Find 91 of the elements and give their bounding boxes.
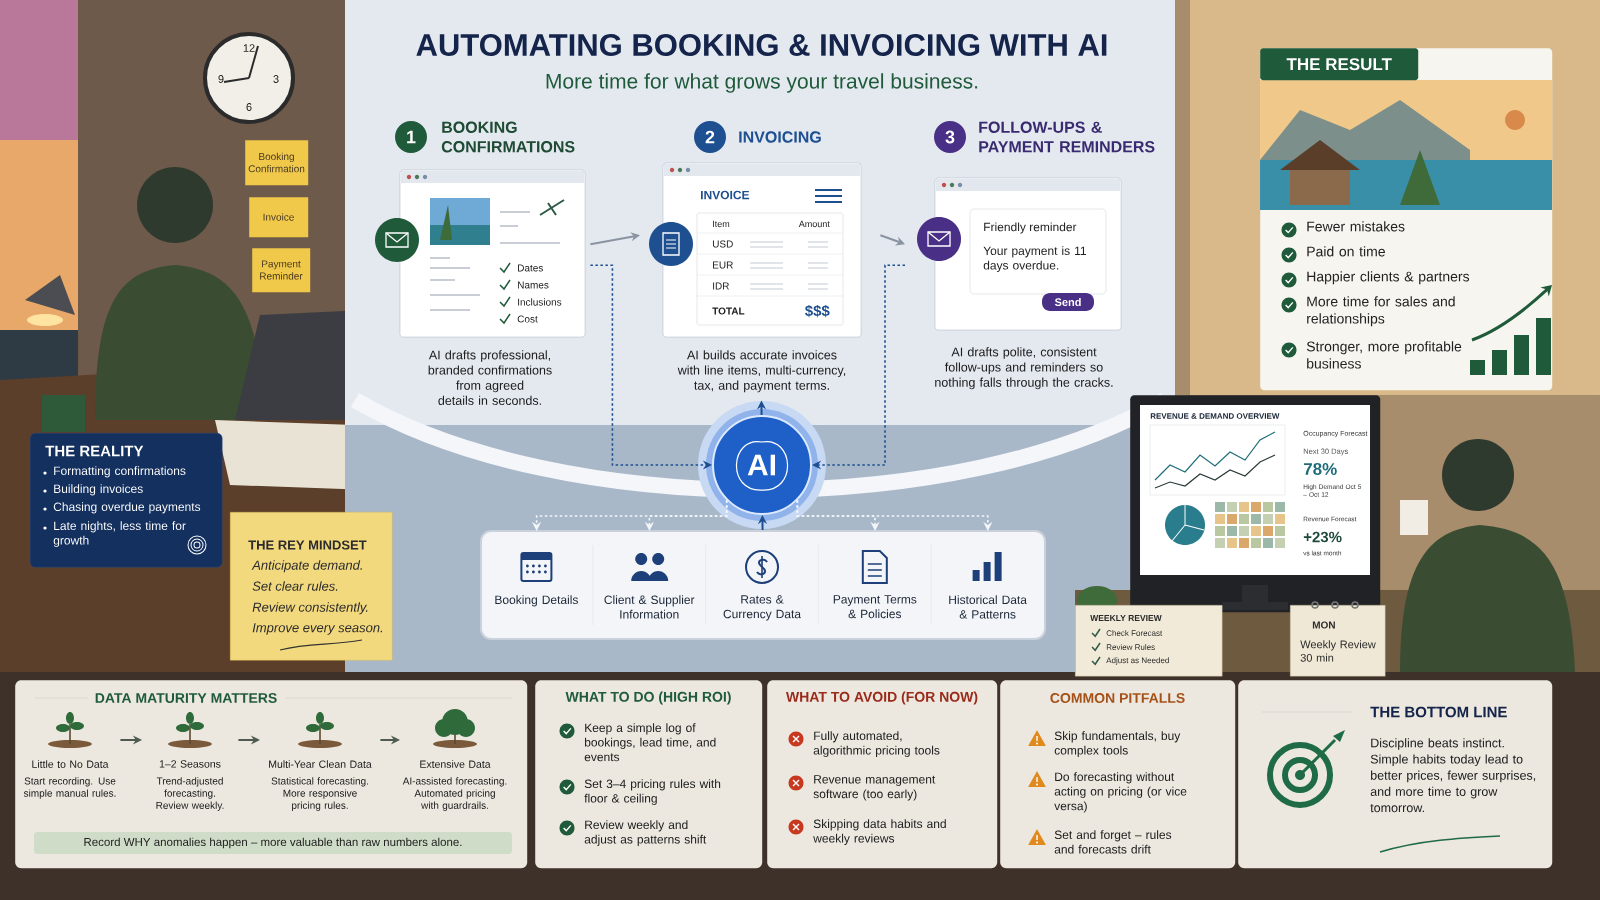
arrow: [796, 499, 993, 531]
step-description: AI drafts professional, branded confirmations from agreed details in seconds.: [428, 350, 552, 405]
checklist-item: Cost: [499, 313, 538, 325]
stage-description: Statistical forecasting. More responsive pricing rules.: [271, 777, 368, 811]
result-item: Stronger, more profitable business: [1306, 341, 1462, 369]
arrow: [879, 234, 905, 246]
metric-value: 78%: [1303, 463, 1337, 476]
send-button: Send: [1042, 293, 1094, 311]
list-item: Review weekly and adjust as patterns shift: [584, 820, 707, 846]
clock-numeral: 6: [246, 103, 252, 111]
checklist-item: Dates: [499, 262, 543, 274]
list-item: Revenue management software (too early): [813, 775, 936, 801]
checklist-item: Names: [499, 279, 549, 291]
clock-numeral: 3: [273, 75, 279, 83]
note-line: Review consistently.: [252, 602, 368, 615]
panel-heading: WHAT TO AVOID (FOR NOW): [786, 691, 978, 705]
note-line: Anticipate demand.: [251, 560, 362, 573]
step-description: AI builds accurate invoices with line items, multi-currency, tax, and payment terms.: [677, 350, 846, 393]
invoice-heading: INVOICE: [701, 190, 750, 200]
clock-numeral: 12: [243, 44, 255, 52]
data-source-label: Historical Data & Patterns: [949, 595, 1027, 619]
stage-title: 1–2 Seasons: [159, 760, 221, 768]
message-text: Friendly reminder: [984, 222, 1077, 234]
list-item: Skipping data habits and weekly reviews: [813, 819, 946, 845]
data-source-label: Rates & Currency Data: [723, 595, 801, 621]
result-item: More time for sales and relationships: [1307, 296, 1455, 327]
column-header: Item: [713, 220, 730, 228]
data-source-label: Payment Terms & Policies: [833, 595, 917, 619]
checklist-item: Check Forecast: [1091, 628, 1163, 638]
step-heading: FOLLOW-UPS & PAYMENT REMINDERS: [979, 121, 1155, 153]
step-description: AI drafts polite, consistent follow-ups and reminders so nothing falls through the cracks.: [935, 347, 1113, 390]
note-line: Improve every season.: [252, 623, 383, 635]
stage-description: Trend-adjusted forecasting. Review weekly.: [156, 777, 224, 811]
screen-title: REVENUE & DEMAND OVERVIEW: [1150, 413, 1280, 419]
stage-description: Start recording. Use simple manual rules.: [23, 777, 116, 799]
note-heading: WEEKLY REVIEW: [1090, 615, 1162, 621]
sticky-note-text: Invoice: [263, 213, 294, 221]
bullet-item: Late nights, less time for growth: [43, 521, 186, 547]
checklist-item: Inclusions: [499, 296, 562, 308]
stage-title: Little to No Data: [32, 760, 109, 768]
step-heading: INVOICING: [739, 131, 821, 143]
column-header: Amount: [798, 220, 830, 228]
message-text: Your payment is 11 days overdue.: [983, 246, 1086, 272]
list-item: Set 3–4 pricing rules with floor & ceiling: [584, 779, 721, 805]
table-cell: USD: [713, 240, 733, 248]
step-badge: 2: [694, 121, 726, 153]
note-heading: THE REY MINDSET: [248, 540, 367, 550]
card-heading: THE REALITY: [45, 445, 144, 457]
main-title: AUTOMATING BOOKING & INVOICING WITH AI: [416, 34, 1107, 56]
bullet-item: Formatting confirmations: [43, 466, 186, 478]
total-amount: $$$: [805, 304, 830, 318]
step-badge: 1: [395, 121, 427, 153]
metric-value: +23%: [1303, 531, 1342, 543]
arrow: [812, 264, 906, 470]
stage-title: Multi-Year Clean Data: [269, 760, 372, 768]
body-text: Discipline beats instinct. Simple habits today lead to better prices, fewer surprises, and more time to grow tomorrow.: [1370, 738, 1536, 813]
list-item: Set and forget – rules and forecasts drift: [1054, 830, 1172, 854]
result-item: Paid on time: [1307, 246, 1385, 257]
list-item: Do forecasting without acting on pricing (or vice versa): [1054, 772, 1187, 813]
stage-title: Extensive Data: [420, 760, 491, 768]
bullet-item: Chasing overdue payments: [43, 502, 201, 514]
checklist-item: Review Rules: [1091, 642, 1155, 652]
list-item: Skip fundamentals, buy complex tools: [1054, 731, 1181, 757]
table-cell: EUR: [713, 261, 733, 269]
stage-description: AI-assisted forecasting. Automated pricing with guardrails.: [402, 777, 507, 811]
table-cell: IDR: [713, 282, 729, 290]
panel-heading: WHAT TO DO (HIGH ROI): [565, 691, 731, 705]
sticky-note-text: Payment Reminder: [260, 260, 303, 280]
data-source-label: Client & Supplier Information: [604, 595, 695, 619]
subtitle: More time for what grows your travel business.: [546, 73, 978, 93]
panel-heading: THE BOTTOM LINE: [1370, 706, 1507, 718]
calendar-day: MON: [1312, 621, 1335, 629]
arrow: [589, 232, 640, 246]
heading-tab: THE RESULT: [1260, 48, 1419, 81]
checklist-item: Adjust as Needed: [1091, 656, 1169, 666]
data-source-label: Booking Details: [495, 595, 578, 607]
result-item: Happier clients & partners: [1307, 271, 1470, 285]
calendar-entry: Weekly Review 30 min: [1300, 640, 1376, 662]
step-heading: BOOKING CONFIRMATIONS: [441, 121, 575, 153]
total-label: TOTAL: [712, 307, 745, 315]
result-item: Fewer mistakes: [1307, 221, 1405, 232]
panel-heading: DATA MATURITY MATTERS: [95, 693, 277, 703]
step-badge: 3: [934, 121, 966, 153]
clock-numeral: 9: [218, 75, 224, 83]
bullet-item: Building invoices: [43, 484, 143, 496]
list-item: Keep a simple log of bookings, lead time, and events: [584, 723, 716, 762]
sticky-note-text: Booking Confirmation: [248, 152, 305, 173]
panel-heading: COMMON PITFALLS: [1050, 693, 1185, 703]
note-line: Set clear rules.: [252, 581, 338, 591]
list-item: Fully automated, algorithmic pricing tools: [813, 731, 940, 757]
note-bar: Record WHY anomalies happen – more valuable than raw numbers alone.: [34, 832, 512, 854]
